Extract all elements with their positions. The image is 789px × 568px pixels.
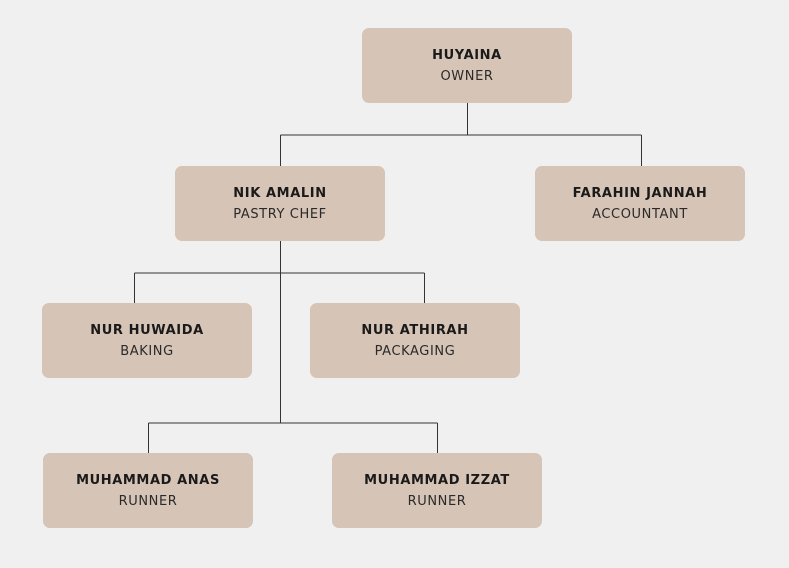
node-role: RUNNER <box>118 493 178 509</box>
node-name: MUHAMMAD IZZAT <box>364 472 510 488</box>
node-nik-amalin: NIK AMALIN PASTRY CHEF <box>175 166 385 241</box>
node-nur-athirah: NUR ATHIRAH PACKAGING <box>310 303 520 378</box>
node-name: MUHAMMAD ANAS <box>76 472 220 488</box>
node-role: OWNER <box>440 68 494 84</box>
node-farahin-jannah: FARAHIN JANNAH ACCOUNTANT <box>535 166 745 241</box>
node-muhammad-izzat: MUHAMMAD IZZAT RUNNER <box>332 453 542 528</box>
node-role: PACKAGING <box>374 343 456 359</box>
node-name: HUYAINA <box>432 47 502 63</box>
node-name: NIK AMALIN <box>233 185 327 201</box>
node-name: FARAHIN JANNAH <box>572 185 708 201</box>
node-name: NUR HUWAIDA <box>90 322 204 338</box>
node-role: PASTRY CHEF <box>233 206 327 222</box>
node-role: BAKING <box>120 343 174 359</box>
node-muhammad-anas: MUHAMMAD ANAS RUNNER <box>43 453 253 528</box>
node-role: RUNNER <box>407 493 467 509</box>
node-huyaina: HUYAINA OWNER <box>362 28 572 103</box>
node-nur-huwaida: NUR HUWAIDA BAKING <box>42 303 252 378</box>
node-role: ACCOUNTANT <box>592 206 688 222</box>
node-name: NUR ATHIRAH <box>361 322 469 338</box>
